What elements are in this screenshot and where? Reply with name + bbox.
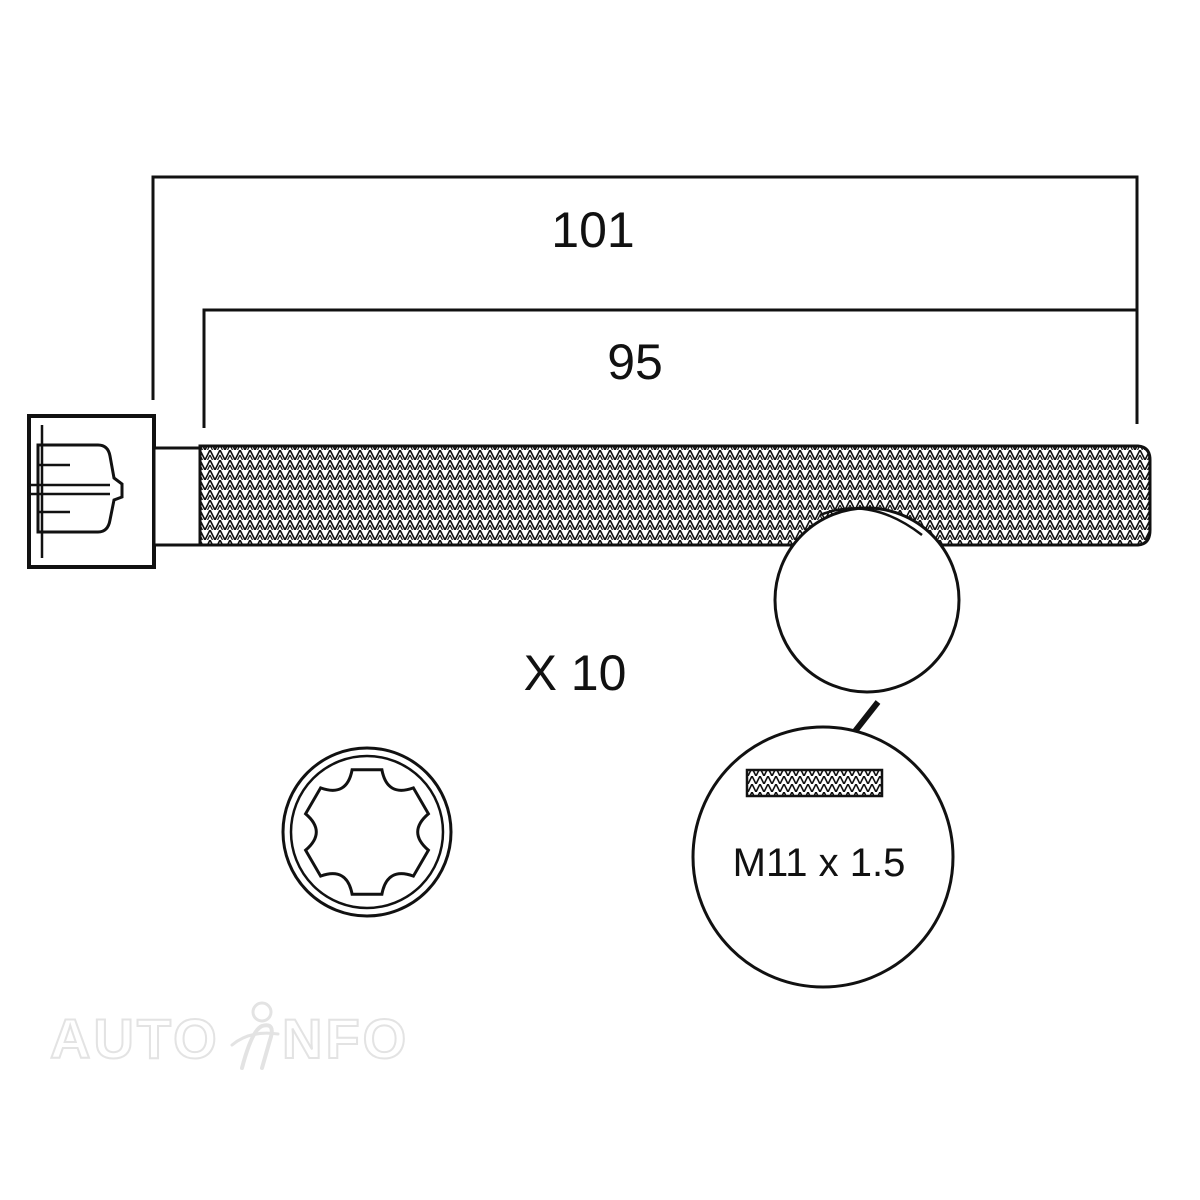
- thread-spec-label: M11 x 1.5: [733, 841, 906, 885]
- watermark-text-left: AUTO: [50, 1007, 220, 1070]
- dimension-overall-label: 101: [551, 202, 634, 258]
- quantity-label: X 10: [524, 645, 627, 701]
- bolt-neck: [152, 446, 202, 547]
- dimension-thread-length: 95: [202, 308, 1137, 428]
- bolt-threaded-shank: [198, 444, 1152, 547]
- watermark-text-right: NFO: [282, 1007, 409, 1070]
- torx-socket-icon: [281, 746, 453, 918]
- watermark-person-icon: [230, 1001, 280, 1070]
- bolt-side-view-icon: [27, 414, 1152, 569]
- detail-thread-sample: [745, 768, 884, 798]
- bolt-drive-socket: [36, 443, 124, 534]
- bolt-head: [27, 414, 156, 569]
- detail-magnifier-icon: M11 x 1.5: [691, 506, 961, 989]
- watermark-logo: AUTO NFO: [49, 1001, 409, 1071]
- detail-source-circle: [773, 506, 961, 694]
- dimension-thread-label: 95: [607, 334, 663, 390]
- dimension-overall-length: 101: [151, 175, 1139, 424]
- torx-star-profile: [303, 768, 431, 896]
